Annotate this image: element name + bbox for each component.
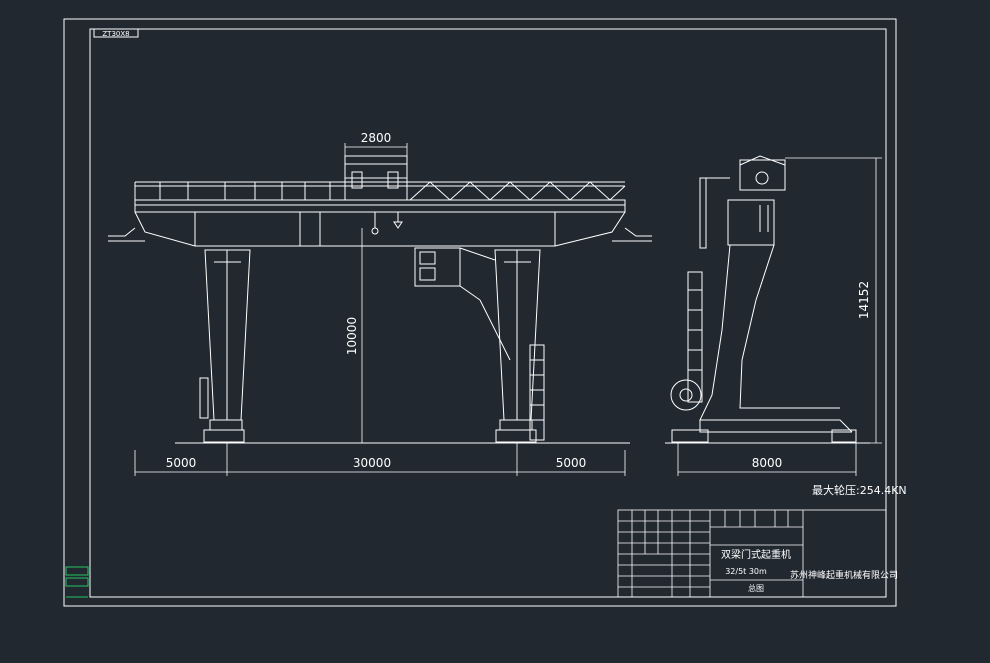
dim-left-cantilever: 5000 <box>166 456 197 470</box>
front-view <box>108 155 652 444</box>
front-dimensions <box>134 143 626 476</box>
side-dimensions <box>677 157 882 476</box>
operator-cab <box>414 247 461 287</box>
max-wheel-load-note: 最大轮压:254.4KN <box>812 483 907 497</box>
dim-right-cantilever: 5000 <box>556 456 587 470</box>
dim-wheel-base: 8000 <box>752 456 783 470</box>
title-block-company: 苏州神峰起重机械有限公司 <box>790 569 898 581</box>
title-block <box>617 509 887 598</box>
tag-box <box>93 28 139 38</box>
dim-span: 30000 <box>353 456 391 470</box>
side-view <box>665 155 870 444</box>
title-block-spec: 32/5t 30m <box>725 567 767 576</box>
revision-marks <box>65 566 89 598</box>
title-block-title: 双梁门式起重机 <box>721 548 791 561</box>
main-girder <box>134 199 626 213</box>
outer-frame <box>63 18 897 607</box>
dim-total-height: 14152 <box>857 281 871 319</box>
tag-label: ZT30X8 <box>102 30 129 38</box>
dim-lift-height: 10000 <box>345 317 359 355</box>
dim-trolley-gauge: 2800 <box>361 131 392 145</box>
inner-frame <box>89 28 887 598</box>
title-block-sheet: 总图 <box>748 583 764 593</box>
